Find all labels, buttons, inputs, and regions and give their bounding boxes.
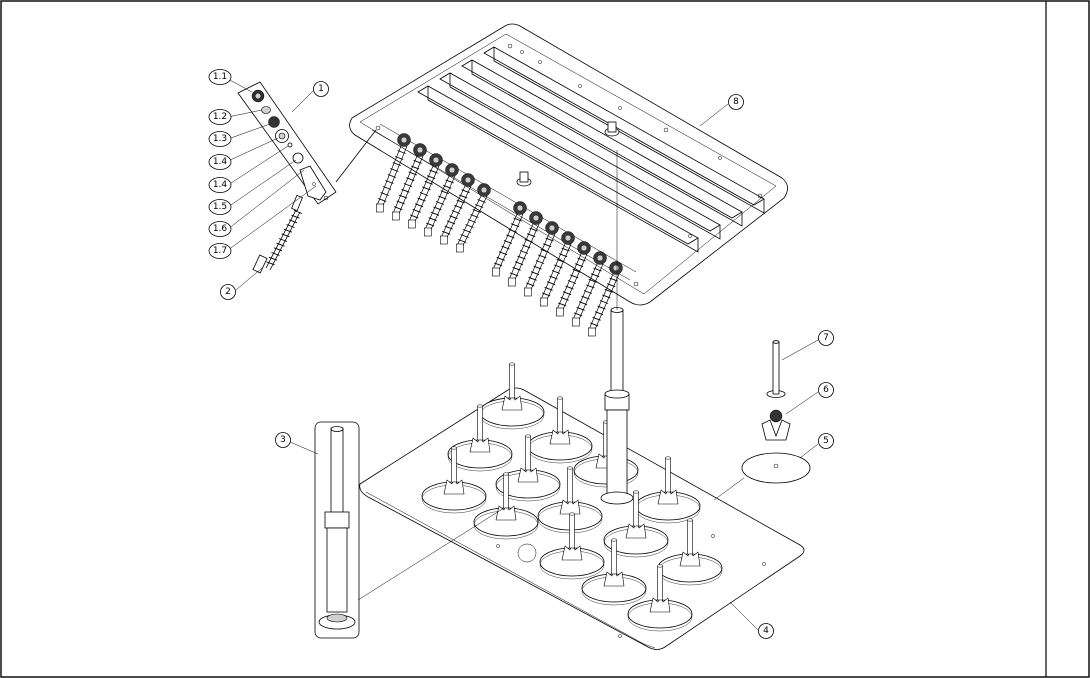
pedestal-12 <box>581 538 647 606</box>
callout-1-7: 1.7 <box>208 243 232 259</box>
callout-label: 5 <box>823 436 829 446</box>
callout-1: 1 <box>313 81 329 97</box>
pedestal-8 <box>473 472 539 540</box>
callout-1-5: 1.5 <box>208 199 232 215</box>
callout-1-6: 1.6 <box>208 221 232 237</box>
clip-b6 <box>587 261 623 337</box>
clip-b4 <box>555 241 591 317</box>
pedestal-13 <box>627 564 693 632</box>
rack-center-posts <box>516 121 620 187</box>
clip-b3 <box>539 231 575 307</box>
clip-a0 <box>375 133 411 213</box>
callout-label: 7 <box>823 333 829 343</box>
pedestal-9 <box>603 490 669 558</box>
rack-holes <box>375 43 763 287</box>
callout-label: 3 <box>280 435 286 445</box>
callout-layer: 1.1 1.2 1.3 1.4 1.4 1.5 1.6 1.7 <box>208 69 834 639</box>
clip-a3 <box>423 163 459 237</box>
column-detail-view <box>314 421 505 639</box>
pedestal-4 <box>495 434 561 502</box>
spring-exploded-view <box>252 194 303 274</box>
callout-label: 6 <box>823 385 829 395</box>
clip-b1 <box>507 211 543 287</box>
callout-label: 1.1 <box>213 72 227 82</box>
clip-b0 <box>491 201 527 277</box>
callout-1-4a: 1.4 <box>208 154 232 170</box>
callout-label: 1.5 <box>213 202 227 212</box>
pedestal-11 <box>657 518 723 586</box>
callout-label: 4 <box>763 626 769 636</box>
pedestal-5 <box>421 446 487 514</box>
callout-label: 1.3 <box>213 134 227 144</box>
callout-2: 2 <box>220 284 236 300</box>
callout-1-1: 1.1 <box>208 69 232 85</box>
callout-3: 3 <box>275 432 291 448</box>
callout-label: 1.4 <box>213 157 228 167</box>
spring-coils <box>266 210 303 266</box>
callout-label: 1.2 <box>213 112 227 122</box>
callout-1-2: 1.2 <box>208 109 232 125</box>
clip-exploded-view <box>237 81 377 205</box>
callout-label: 1 <box>318 84 324 94</box>
callout-1-3: 1.3 <box>208 131 232 147</box>
callout-5: 5 <box>818 433 834 449</box>
clip-a2 <box>407 153 443 229</box>
pedestal-2 <box>447 404 513 472</box>
pedestal-exploded-view <box>713 340 811 501</box>
clip-a4 <box>439 173 475 245</box>
callout-label: 1.7 <box>213 246 227 256</box>
callout-label: 8 <box>733 97 739 107</box>
callout-6: 6 <box>818 382 834 398</box>
clip-a5 <box>455 183 491 253</box>
callout-1-4b: 1.4 <box>208 177 232 193</box>
rack-rails <box>371 46 765 281</box>
central-column <box>600 150 634 505</box>
pedestal-10 <box>539 512 605 580</box>
rack-assembly <box>349 23 788 306</box>
callout-4: 4 <box>758 623 774 639</box>
clip-row <box>375 133 623 337</box>
pedestal-1 <box>527 396 593 464</box>
callout-label: 1.4 <box>213 180 228 190</box>
clip-b5 <box>571 251 607 327</box>
clip-b2 <box>523 221 559 297</box>
callout-7: 7 <box>818 330 834 346</box>
callout-8: 8 <box>728 94 744 110</box>
clip-a1 <box>391 143 427 221</box>
callout-label: 1.6 <box>213 224 228 234</box>
callout-label: 2 <box>225 287 231 297</box>
